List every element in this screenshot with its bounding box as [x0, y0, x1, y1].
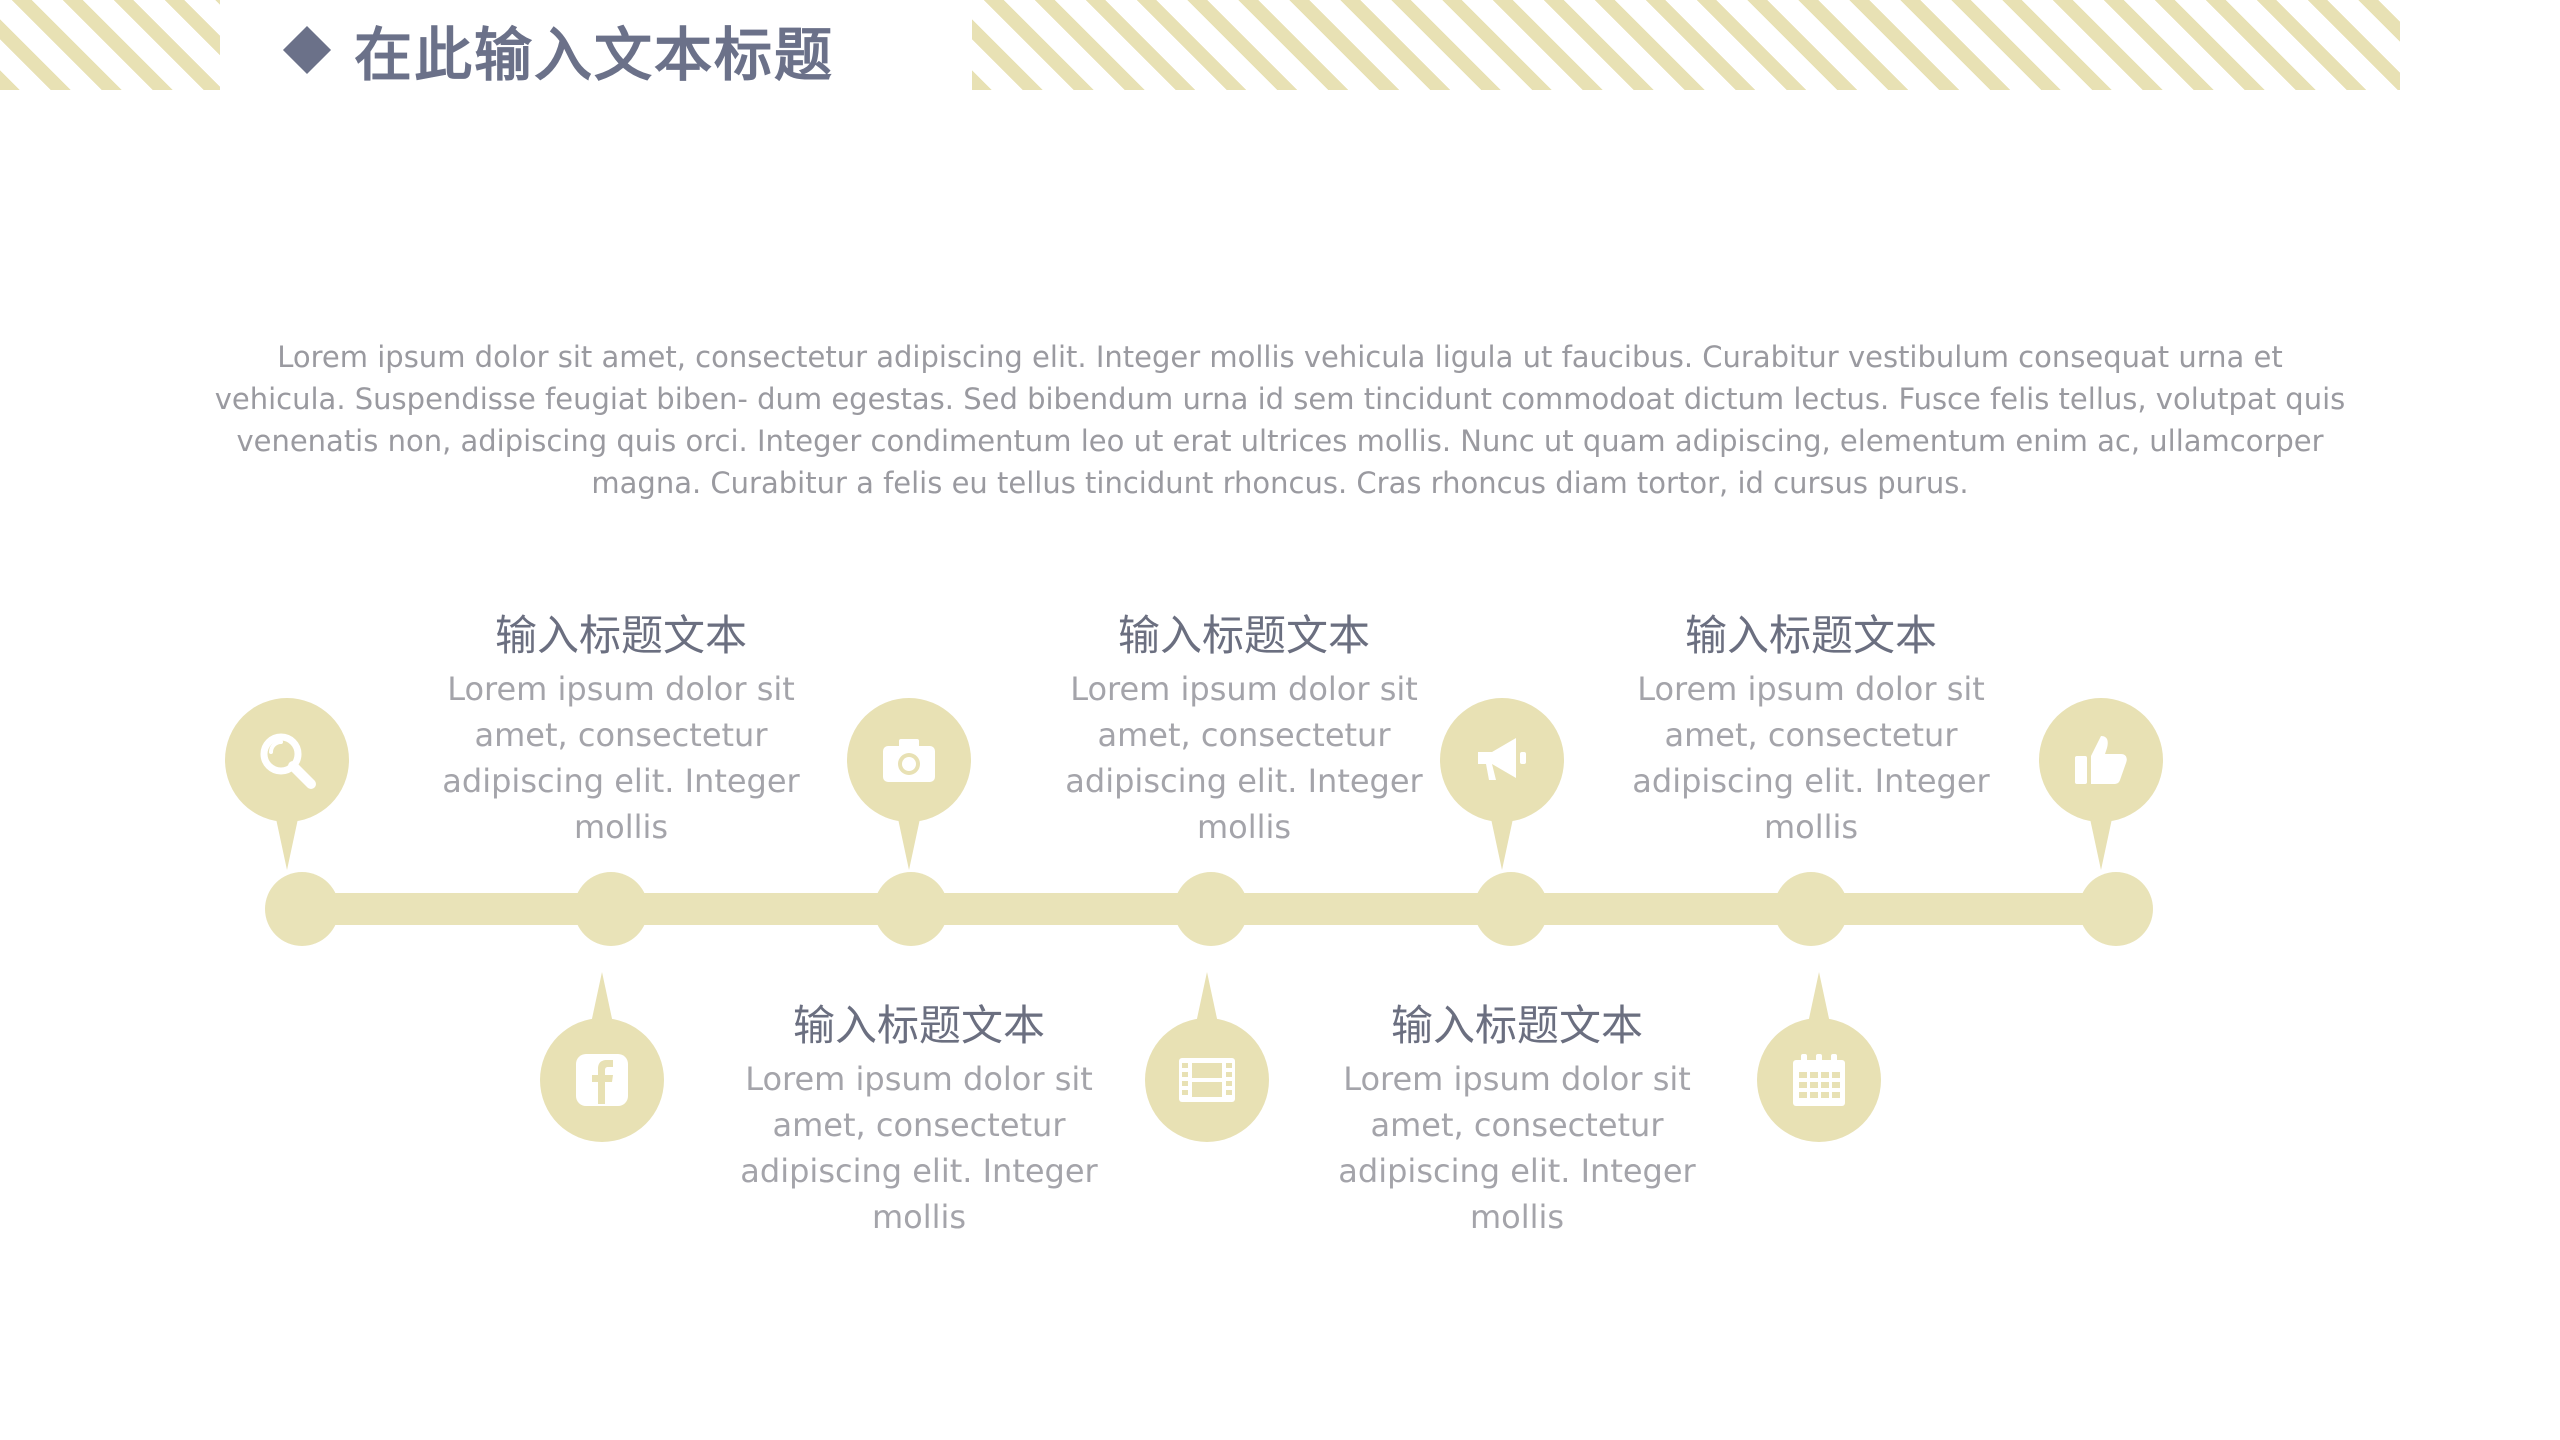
milestone-body[interactable]: Lorem ipsum dolor sit amet, consectetur … [740, 1060, 1098, 1236]
megaphone-icon [1470, 728, 1534, 792]
timeline-node [874, 872, 948, 946]
timeline-node [265, 872, 339, 946]
timeline-node [1174, 872, 1248, 946]
milestone-text-block-1: 输入标题文本 Lorem ipsum dolor sit amet, conse… [421, 608, 821, 850]
milestone-body[interactable]: Lorem ipsum dolor sit amet, consectetur … [1065, 670, 1423, 846]
timeline-node [1474, 872, 1548, 946]
decorative-stripes-right [972, 0, 2400, 90]
milestone-body[interactable]: Lorem ipsum dolor sit amet, consectetur … [442, 670, 800, 846]
milestone-text-block-3: 输入标题文本 Lorem ipsum dolor sit amet, conse… [1044, 608, 1444, 850]
timeline-node [574, 872, 648, 946]
milestone-title[interactable]: 输入标题文本 [494, 611, 747, 660]
thumbs-up-icon [2069, 728, 2133, 792]
search-icon [255, 728, 319, 792]
milestone-body[interactable]: Lorem ipsum dolor sit amet, consectetur … [1338, 1060, 1696, 1236]
milestone-body[interactable]: Lorem ipsum dolor sit amet, consectetur … [1632, 670, 1990, 846]
calendar-icon [1787, 1048, 1851, 1112]
milestone-text-block-4: 输入标题文本 Lorem ipsum dolor sit amet, conse… [1317, 998, 1717, 1240]
milestone-title[interactable]: 输入标题文本 [792, 1001, 1045, 1050]
milestone-title[interactable]: 输入标题文本 [1117, 611, 1370, 660]
diamond-bullet-icon [282, 25, 332, 75]
milestone-text-block-5: 输入标题文本 Lorem ipsum dolor sit amet, conse… [1611, 608, 2011, 850]
timeline-node [2079, 872, 2153, 946]
film-icon [1175, 1048, 1239, 1112]
intro-paragraph[interactable]: Lorem ipsum dolor sit amet, consectetur … [214, 340, 2346, 500]
milestone-title[interactable]: 输入标题文本 [1684, 611, 1937, 660]
title-bar: 在此输入文本标题 [282, 10, 859, 90]
camera-icon [877, 728, 941, 792]
page-title[interactable]: 在此输入文本标题 [354, 21, 835, 89]
milestone-text-block-2: 输入标题文本 Lorem ipsum dolor sit amet, conse… [719, 998, 1119, 1240]
milestone-title[interactable]: 输入标题文本 [1390, 1001, 1643, 1050]
facebook-icon [572, 1050, 632, 1110]
timeline-node [1774, 872, 1848, 946]
decorative-stripes-left [0, 0, 220, 90]
